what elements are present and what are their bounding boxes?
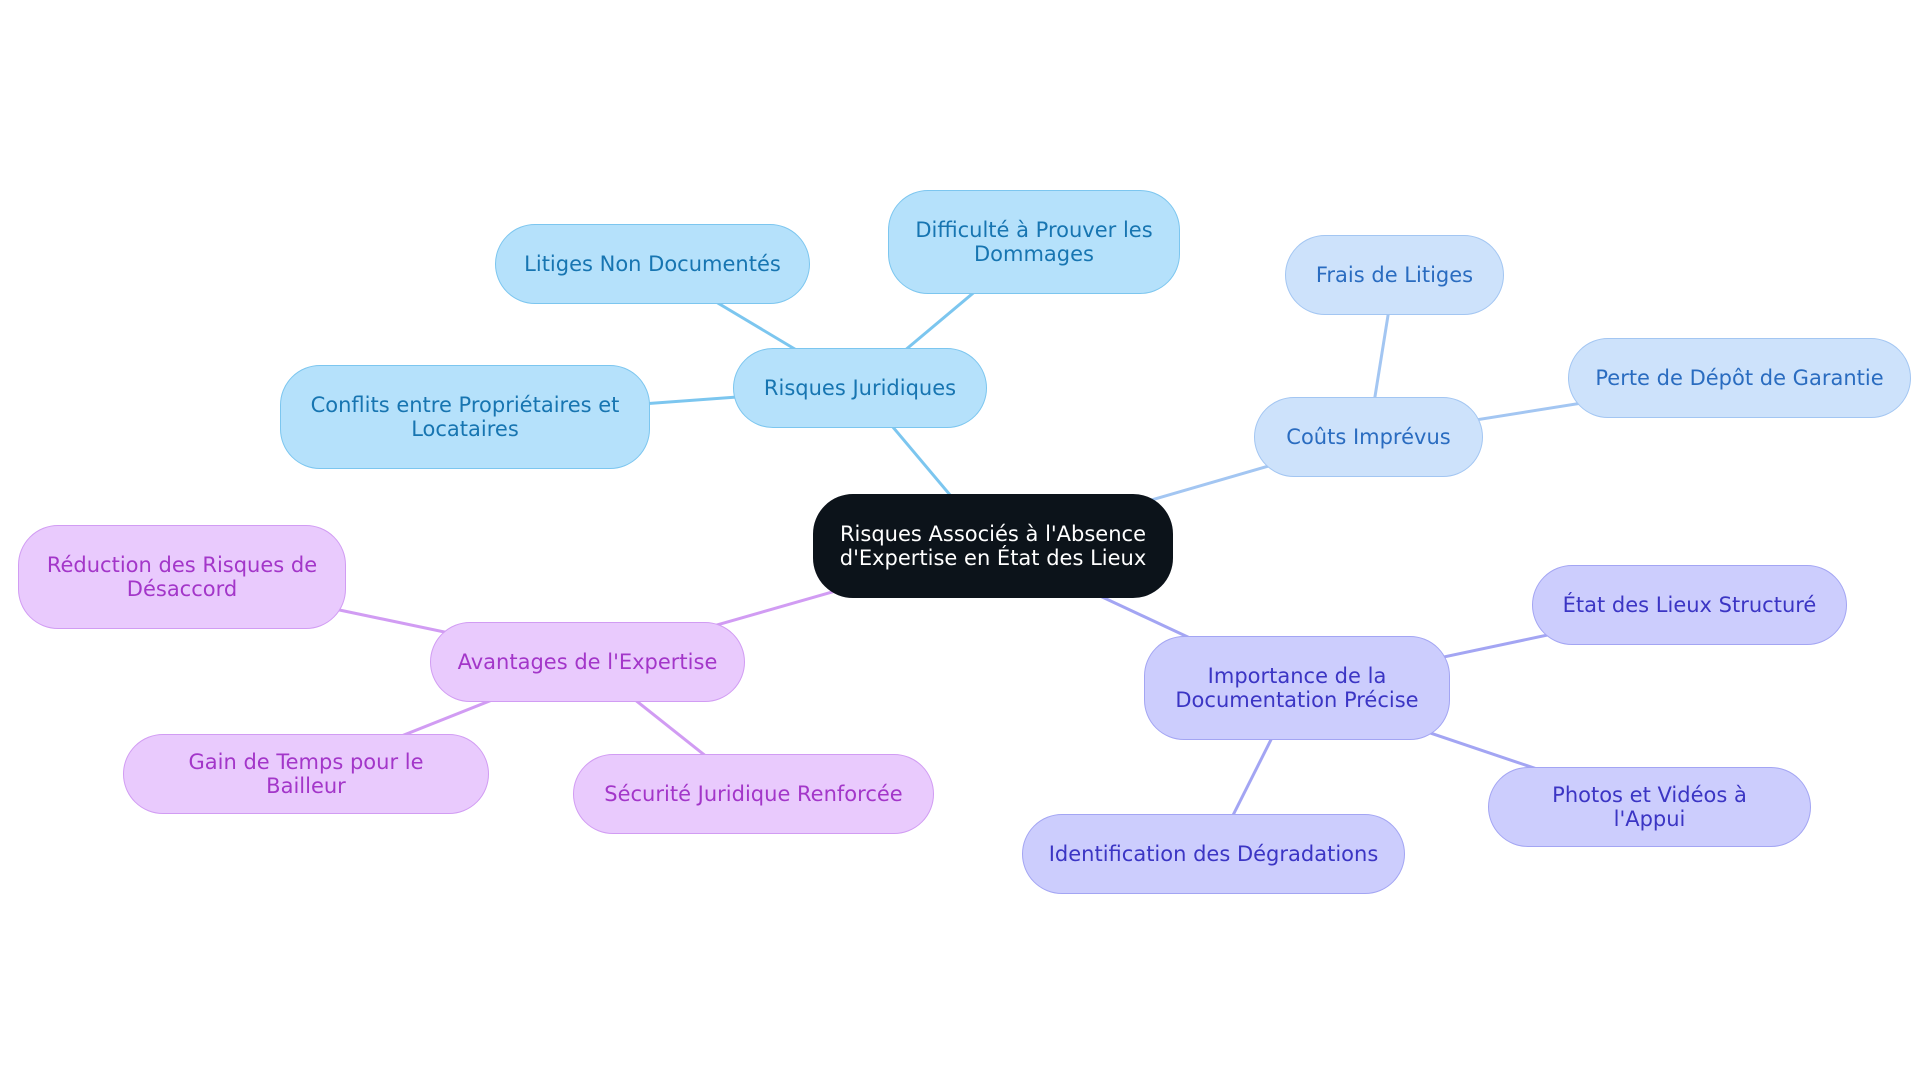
leaf-node-conflits-proprietaires-locataires[interactable]: Conflits entre Propriétaires et Locatair…	[280, 365, 650, 469]
leaf-node-frais-de-litiges[interactable]: Frais de Litiges	[1285, 235, 1504, 315]
leaf-label: État des Lieux Structuré	[1562, 593, 1817, 617]
leaf-node-reduction-risques-desaccord[interactable]: Réduction des Risques de Désaccord	[18, 525, 346, 629]
leaf-label: Difficulté à Prouver les Dommages	[915, 218, 1153, 266]
root-node[interactable]: Risques Associés à l'Absence d'Expertise…	[813, 494, 1173, 598]
leaf-node-litiges-non-documentes[interactable]: Litiges Non Documentés	[495, 224, 810, 304]
branch-label: Avantages de l'Expertise	[457, 650, 718, 674]
branch-node-risques-juridiques[interactable]: Risques Juridiques	[733, 348, 987, 428]
leaf-label: Identification des Dégradations	[1048, 842, 1379, 866]
branch-node-importance-documentation[interactable]: Importance de la Documentation Précise	[1144, 636, 1450, 740]
root-node-label: Risques Associés à l'Absence d'Expertise…	[839, 522, 1147, 570]
branch-label: Risques Juridiques	[763, 376, 957, 400]
leaf-label: Photos et Vidéos à l'Appui	[1552, 783, 1747, 831]
branch-node-couts-imprevus[interactable]: Coûts Imprévus	[1254, 397, 1483, 477]
branch-node-avantages-expertise[interactable]: Avantages de l'Expertise	[430, 622, 745, 702]
leaf-node-etat-des-lieux-structure[interactable]: État des Lieux Structuré	[1532, 565, 1847, 645]
leaf-node-photos-videos-appui[interactable]: Photos et Vidéos à l'Appui	[1488, 767, 1811, 847]
leaf-label: Réduction des Risques de Désaccord	[46, 553, 318, 601]
leaf-node-gain-de-temps-bailleur[interactable]: Gain de Temps pour le Bailleur	[123, 734, 489, 814]
leaf-label: Sécurité Juridique Renforcée	[604, 782, 903, 806]
leaf-label: Conflits entre Propriétaires et Locatair…	[310, 393, 620, 441]
leaf-label: Perte de Dépôt de Garantie	[1595, 366, 1884, 390]
leaf-label: Litiges Non Documentés	[524, 252, 781, 276]
leaf-node-identification-degradations[interactable]: Identification des Dégradations	[1022, 814, 1405, 894]
branch-label: Coûts Imprévus	[1286, 425, 1451, 449]
leaf-node-securite-juridique-renforcee[interactable]: Sécurité Juridique Renforcée	[573, 754, 934, 834]
leaf-label: Gain de Temps pour le Bailleur	[188, 750, 424, 798]
leaf-label: Frais de Litiges	[1315, 263, 1474, 287]
leaf-node-perte-depot-garantie[interactable]: Perte de Dépôt de Garantie	[1568, 338, 1911, 418]
leaf-node-difficulte-prouver-dommages[interactable]: Difficulté à Prouver les Dommages	[888, 190, 1180, 294]
branch-label: Importance de la Documentation Précise	[1175, 664, 1419, 712]
